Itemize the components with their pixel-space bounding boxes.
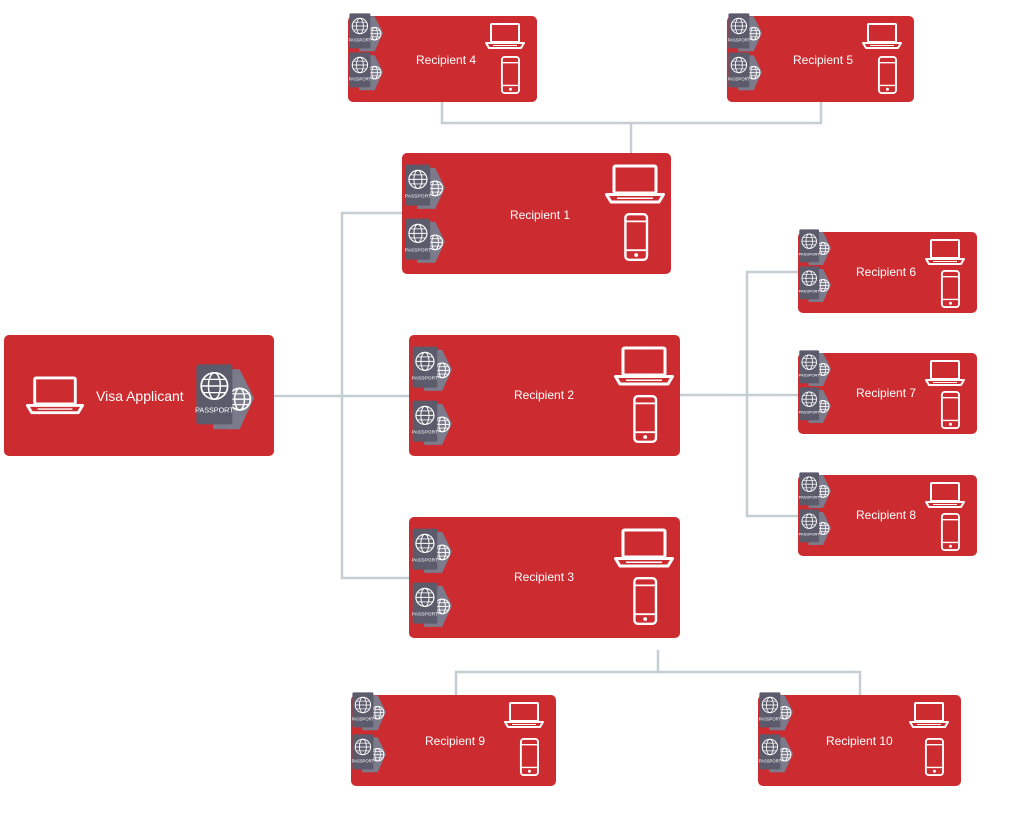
passport-icon: PASSPORT [411,581,455,635]
svg-text:PASSPORT: PASSPORT [349,76,372,81]
recipient-node-6[interactable]: Recipient 6 PASSPORT PASSPORT [798,229,977,313]
recipient-node-1[interactable]: Recipient 1 PASSPORT PASSPORT [402,153,671,274]
applicant-label: Visa Applicant [96,388,184,404]
recipient-node-7[interactable]: Recipient 7 PASSPORT PASSPORT [798,350,977,434]
laptop-icon [504,701,544,734]
svg-text:PASSPORT: PASSPORT [728,37,751,42]
edge-recipient-2-recipient-8 [745,395,798,518]
laptop-icon [614,527,674,574]
recipient-node-3[interactable]: Recipient 3 PASSPORT PASSPORT [409,517,680,638]
svg-text:PASSPORT: PASSPORT [759,716,782,721]
edge-recipient-3-recipient-10 [658,670,862,695]
passport-icon: PASSPORT [404,163,448,217]
applicant-node[interactable]: Visa Applicant PASSPORT [4,335,274,456]
svg-text:PASSPORT: PASSPORT [412,375,438,381]
passport-icon: PASSPORT [798,508,834,553]
svg-text:PASSPORT: PASSPORT [799,531,821,536]
passport-icon: PASSPORT [798,228,834,273]
phone-icon [623,213,649,266]
passport-icon: PASSPORT [727,12,765,59]
passport-icon: PASSPORT [727,51,765,98]
passport-icon: PASSPORT [404,217,448,271]
svg-text:PASSPORT: PASSPORT [412,557,438,563]
recipient-label: Recipient 4 [416,53,477,67]
recipient-label: Recipient 9 [425,734,486,748]
phone-icon [940,512,961,556]
phone-icon [940,269,961,313]
svg-text:PASSPORT: PASSPORT [412,429,438,435]
recipient-label: Recipient 6 [856,265,917,279]
edge-applicant-recipient-3 [340,396,409,580]
laptop-icon [862,22,902,55]
passport-icon: PASSPORT [758,691,796,738]
passport-icon: PASSPORT [798,349,834,394]
recipient-label: Recipient 1 [510,208,571,222]
phone-icon [632,395,658,448]
laptop-icon [605,163,665,210]
phone-icon [877,56,898,99]
passport-icon: PASSPORT [758,733,796,780]
passport-icon: PASSPORT [411,527,455,581]
phone-icon [940,390,961,434]
passport-icon: PASSPORT [348,51,386,98]
passport-icon: PASSPORT [798,471,834,516]
recipient-node-2[interactable]: Recipient 2 PASSPORT PASSPORT [409,335,680,456]
laptop-icon [925,238,965,271]
edge-recipient-3-recipient-9 [454,650,660,695]
svg-text:PASSPORT: PASSPORT [759,758,782,763]
passport-icon: PASSPORT [194,362,259,439]
recipient-label: Recipient 3 [514,570,575,584]
recipient-label: Recipient 7 [856,386,917,400]
passport-icon: PASSPORT [411,399,455,453]
phone-icon [632,577,658,630]
svg-text:PASSPORT: PASSPORT [799,252,821,257]
svg-text:PASSPORT: PASSPORT [799,288,821,293]
svg-text:PASSPORT: PASSPORT [799,409,821,414]
laptop-icon [925,359,965,392]
edge-recipient-2-recipient-6 [680,270,798,397]
edge-recipient-1-recipient-4 [440,102,633,153]
recipient-node-10[interactable]: Recipient 10 PASSPORT PASSPORT [758,692,961,786]
svg-text:PASSPORT: PASSPORT [412,611,438,617]
passport-icon: PASSPORT [798,386,834,431]
svg-text:PASSPORT: PASSPORT [799,495,821,500]
phone-icon [924,737,945,781]
laptop-icon [909,701,949,734]
passport-icon: PASSPORT [348,12,386,59]
laptop-icon [26,375,84,421]
laptop-icon [925,481,965,514]
recipient-node-4[interactable]: Recipient 4 PASSPORT PASSPORT [348,13,537,102]
svg-text:PASSPORT: PASSPORT [405,193,431,199]
svg-text:PASSPORT: PASSPORT [352,758,375,763]
recipient-label: Recipient 2 [514,388,575,402]
svg-text:PASSPORT: PASSPORT [195,405,234,414]
svg-text:PASSPORT: PASSPORT [799,373,821,378]
recipient-node-9[interactable]: Recipient 9 PASSPORT PASSPORT [351,692,556,786]
svg-text:PASSPORT: PASSPORT [352,716,375,721]
phone-icon [519,737,540,781]
passport-icon: PASSPORT [411,345,455,399]
passport-icon: PASSPORT [351,733,389,780]
recipient-label: Recipient 8 [856,508,917,522]
edge-recipient-1-recipient-5 [631,102,823,125]
svg-text:PASSPORT: PASSPORT [728,76,751,81]
recipient-node-5[interactable]: Recipient 5 PASSPORT PASSPORT [727,13,914,102]
recipient-label: Recipient 10 [826,734,893,748]
phone-icon [500,56,521,99]
laptop-icon [485,22,525,55]
laptop-icon [614,345,674,392]
svg-text:PASSPORT: PASSPORT [405,247,431,253]
passport-icon: PASSPORT [798,265,834,310]
edge-applicant-recipient-1 [274,211,402,398]
recipient-node-8[interactable]: Recipient 8 PASSPORT PASSPORT [798,472,977,556]
recipient-label: Recipient 5 [793,53,854,67]
passport-icon: PASSPORT [351,691,389,738]
svg-text:PASSPORT: PASSPORT [349,37,372,42]
